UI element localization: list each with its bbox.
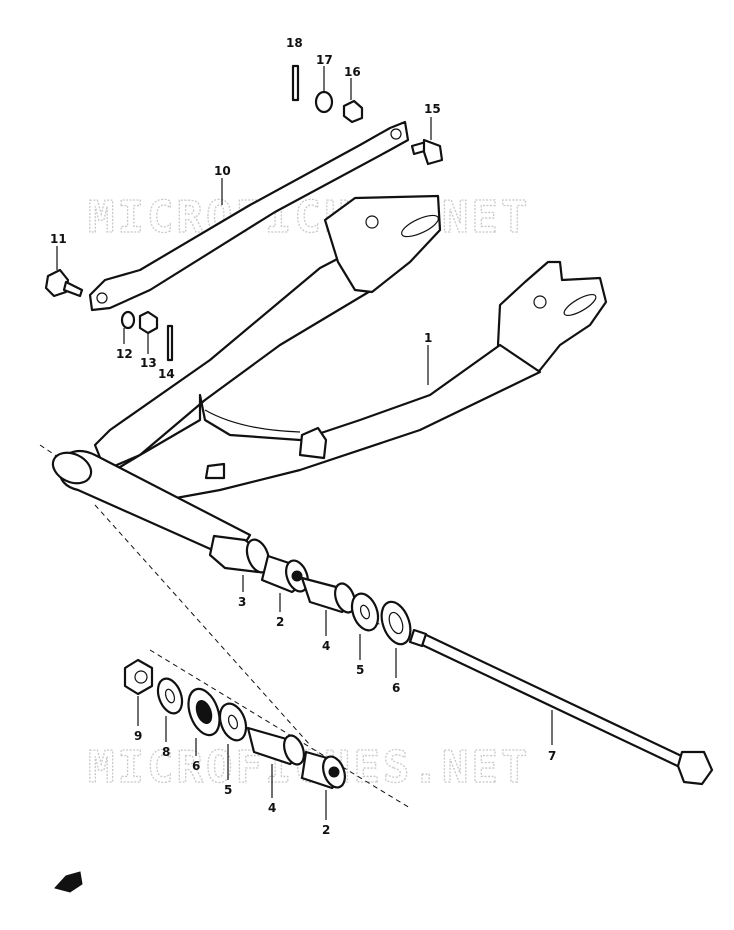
part-12-washer: [120, 310, 136, 330]
part-4-spacer-lower: [246, 726, 305, 766]
callout-16: 16: [344, 65, 361, 79]
callout-4-upper: 4: [322, 639, 330, 653]
part-7-pivot-shaft: [408, 628, 714, 786]
part-5-washer-upper: [350, 592, 380, 632]
part-15-bolt: [410, 138, 444, 166]
part-5-washer-lower: [218, 702, 248, 742]
callout-9: 9: [134, 729, 142, 743]
part-17-washer: [314, 90, 334, 114]
callout-12: 12: [116, 347, 133, 361]
part-10-torque-arm: [88, 120, 410, 312]
part-14-cotter-pin: [166, 324, 174, 362]
callout-7: 7: [548, 749, 556, 763]
callout-2-upper: 2: [276, 615, 284, 629]
callout-13: 13: [140, 356, 157, 370]
callout-3: 3: [238, 595, 246, 609]
callout-11: 11: [50, 232, 67, 246]
part-2-bearing-upper: [260, 554, 309, 594]
part-8-washer: [156, 677, 184, 715]
callouts: 1 3 2 4 5 6 7 9 8 6 5 4 2 10 11 12 13 14…: [50, 36, 556, 837]
watermark-top: MICROFICHES.NET: [88, 192, 530, 243]
part-16-nut: [342, 99, 364, 124]
part-6-seal-upper: [380, 600, 412, 646]
callout-14: 14: [158, 367, 175, 381]
callout-10: 10: [214, 164, 231, 178]
part-2-bearing-lower: [300, 750, 346, 790]
callout-6-lower: 6: [192, 759, 200, 773]
part-18-cotter-pin: [291, 64, 300, 102]
part-11-bolt: [44, 268, 84, 298]
callout-2-lower: 2: [322, 823, 330, 837]
part-9-nut: [123, 658, 154, 696]
leader-lines: [56, 66, 553, 820]
callout-5-lower: 5: [224, 783, 232, 797]
part-3-sleeve: [208, 534, 271, 574]
callout-15: 15: [424, 102, 441, 116]
part-13-nut: [138, 310, 159, 335]
callout-5-upper: 5: [356, 663, 364, 677]
swingarm: [51, 194, 608, 562]
callout-8: 8: [162, 745, 170, 759]
callout-18: 18: [286, 36, 303, 50]
callout-1: 1: [424, 331, 432, 345]
corner-mark-icon: [54, 871, 83, 893]
callout-4-lower: 4: [268, 801, 276, 815]
callout-17: 17: [316, 53, 333, 67]
callout-6-upper: 6: [392, 681, 400, 695]
part-4-spacer-upper: [300, 576, 356, 614]
